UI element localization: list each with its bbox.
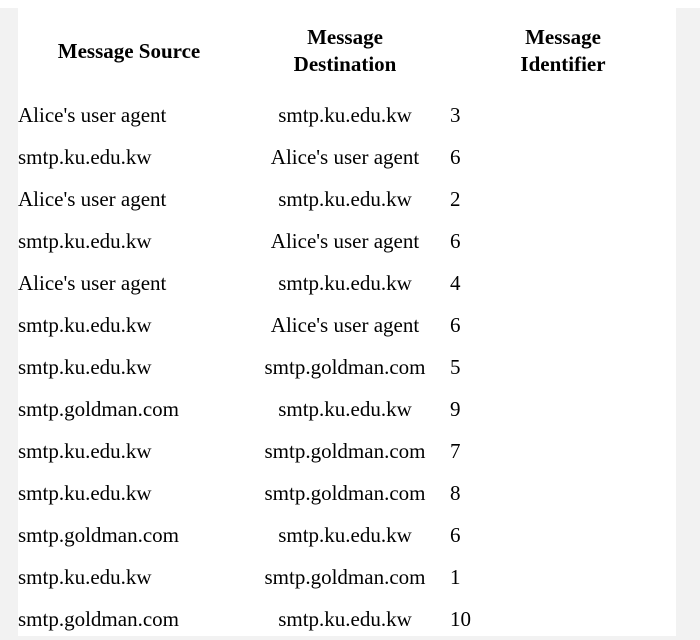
column-header-message-destination: Message Destination	[240, 8, 450, 94]
table-row: smtp.ku.edu.kw Alice's user agent 6	[18, 304, 676, 346]
cell-message-identifier: 3	[450, 102, 461, 127]
top-margin-band	[0, 0, 700, 8]
cell-message-source: Alice's user agent	[18, 186, 167, 211]
cell-message-destination: Alice's user agent	[270, 144, 420, 169]
cell-message-source: smtp.ku.edu.kw	[18, 480, 152, 505]
cell-message-source: smtp.goldman.com	[18, 606, 179, 631]
cell-message-identifier: 5	[450, 354, 461, 379]
cell-message-source: smtp.ku.edu.kw	[18, 438, 152, 463]
cell-message-identifier: 6	[450, 144, 461, 169]
table-row: Alice's user agent smtp.ku.edu.kw 4	[18, 262, 676, 304]
column-header-message-identifier-line2: Identifier	[520, 52, 606, 76]
column-header-message-destination-line1: Message	[307, 25, 383, 50]
column-header-message-destination-line2: Destination	[293, 52, 397, 76]
cell-message-identifier: 7	[450, 438, 461, 463]
message-trace-table: Message Source Message Destination Messa…	[18, 8, 676, 640]
left-gutter	[0, 8, 18, 636]
cell-message-identifier: 6	[450, 522, 461, 547]
cell-message-destination: smtp.ku.edu.kw	[278, 522, 412, 547]
cell-message-destination: smtp.ku.edu.kw	[278, 102, 412, 127]
table-row: smtp.ku.edu.kw smtp.goldman.com 5	[18, 346, 676, 388]
table-row: smtp.ku.edu.kw smtp.goldman.com 7	[18, 430, 676, 472]
table-header-row: Message Source Message Destination Messa…	[18, 8, 676, 94]
cell-message-identifier: 10	[450, 606, 471, 631]
cell-message-identifier: 2	[450, 186, 461, 211]
table-row: smtp.ku.edu.kw smtp.goldman.com 8	[18, 472, 676, 514]
cell-message-source: smtp.ku.edu.kw	[18, 312, 152, 337]
cell-message-identifier: 8	[450, 480, 461, 505]
cell-message-destination: smtp.ku.edu.kw	[278, 270, 412, 295]
column-header-message-identifier: Message Identifier	[450, 8, 676, 94]
cell-message-source: smtp.ku.edu.kw	[18, 228, 152, 253]
cell-message-source: smtp.ku.edu.kw	[18, 564, 152, 589]
cell-message-destination: smtp.ku.edu.kw	[278, 186, 412, 211]
table-row: smtp.ku.edu.kw Alice's user agent 6	[18, 220, 676, 262]
table-row: smtp.ku.edu.kw Alice's user agent 6	[18, 136, 676, 178]
cell-message-destination: smtp.goldman.com	[264, 354, 426, 379]
cell-message-identifier: 1	[450, 564, 461, 589]
column-header-message-source-line1: Message Source	[57, 38, 201, 63]
right-gutter	[676, 8, 700, 636]
table-row: Alice's user agent smtp.ku.edu.kw 3	[18, 94, 676, 136]
table-row: smtp.goldman.com smtp.ku.edu.kw 6	[18, 514, 676, 556]
table-body: Alice's user agent smtp.ku.edu.kw 3 smtp.ku…	[18, 94, 676, 640]
cell-message-source: Alice's user agent	[18, 270, 167, 295]
table-row: Alice's user agent smtp.ku.edu.kw 2	[18, 178, 676, 220]
table-row: smtp.goldman.com smtp.ku.edu.kw 9	[18, 388, 676, 430]
column-header-message-identifier-line1: Message	[525, 25, 601, 50]
cell-message-destination: smtp.goldman.com	[264, 564, 426, 589]
cell-message-source: smtp.goldman.com	[18, 522, 179, 547]
content-sheet	[18, 0, 676, 636]
cell-message-source: smtp.ku.edu.kw	[18, 354, 152, 379]
column-header-message-source: Message Source	[18, 8, 240, 94]
cell-message-source: Alice's user agent	[18, 102, 167, 127]
cell-message-destination: smtp.goldman.com	[264, 480, 426, 505]
table-header: Message Source Message Destination Messa…	[18, 8, 676, 94]
cell-message-identifier: 4	[450, 270, 461, 295]
cell-message-destination: smtp.goldman.com	[264, 438, 426, 463]
cell-message-destination: Alice's user agent	[270, 312, 420, 337]
table-row: smtp.ku.edu.kw smtp.goldman.com 1	[18, 556, 676, 598]
cell-message-source: smtp.ku.edu.kw	[18, 144, 152, 169]
cell-message-identifier: 6	[450, 228, 461, 253]
cell-message-destination: smtp.ku.edu.kw	[278, 606, 412, 631]
cell-message-identifier: 9	[450, 396, 461, 421]
cell-message-destination: smtp.ku.edu.kw	[278, 396, 412, 421]
cell-message-identifier: 6	[450, 312, 461, 337]
cell-message-source: smtp.goldman.com	[18, 396, 179, 421]
table-row: smtp.goldman.com smtp.ku.edu.kw 10	[18, 598, 676, 640]
cell-message-destination: Alice's user agent	[270, 228, 420, 253]
